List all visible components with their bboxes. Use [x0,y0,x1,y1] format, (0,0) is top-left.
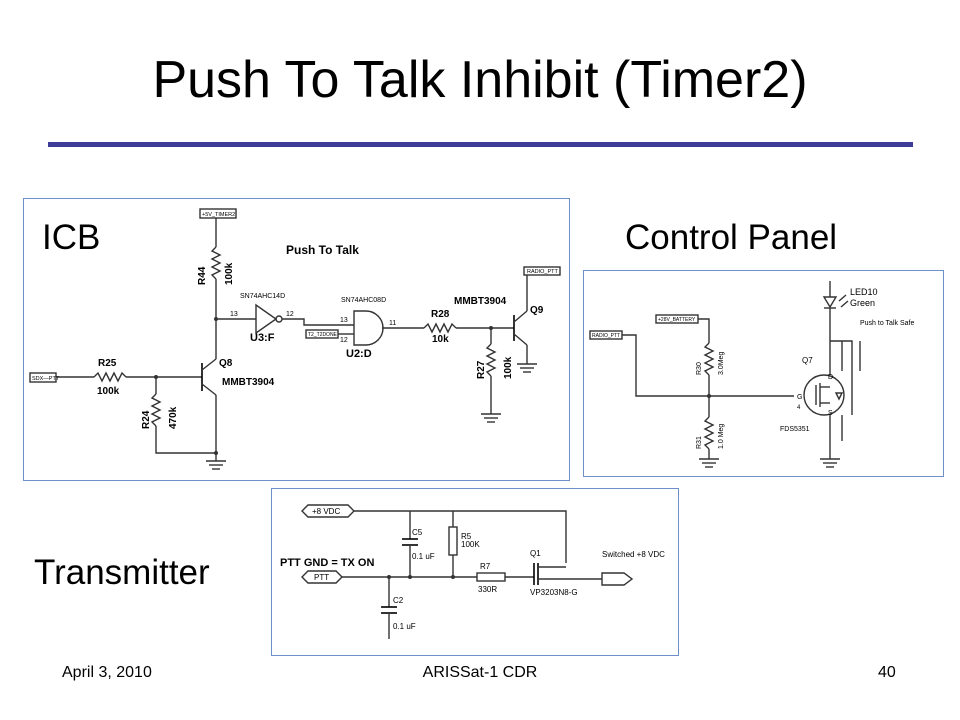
c2-ref: C2 [393,596,404,605]
switched-vdc-label: Switched +8 VDC [602,550,665,559]
vdc-port [301,504,355,518]
r44-ref: R44 [197,266,208,285]
r24-ref: R24 [141,410,152,429]
inverter-pin-in: 13 [230,311,238,318]
r25-ref: R25 [98,358,117,369]
radio-net-label: RADIO_PTT [527,269,559,275]
r30-resistor [703,342,715,376]
r5-resistor [448,526,458,556]
r44-value: 100k [224,262,235,285]
footer-date: April 3, 2010 [62,664,152,681]
q7-ref: Q7 [802,356,813,365]
c5-ref: C5 [412,528,423,537]
slide-title: Push To Talk Inhibit (Timer2) [152,51,808,109]
q7-part: FDS5351 [780,426,810,433]
and-gate [353,310,384,346]
ptt-gnd-note: PTT GND = TX ON [280,557,374,569]
c2-value: 0.1 uF [393,622,416,631]
r25-resistor [93,371,127,383]
inverter-ref: U3:F [250,332,275,344]
r24-value: 470k [168,406,179,429]
r31-resistor [703,416,715,450]
r7-resistor [476,572,506,582]
r7-value: 330R [478,585,497,594]
transmitter-schematic-panel: +8 VDC C5 0.1 uF R5 100K PTT GND = TX ON… [271,488,679,656]
q8-ref: Q8 [219,358,233,369]
led10-diode [822,296,838,309]
icb-label: ICB [42,218,101,257]
icb-schematic: +5V_TIMER2 R44 100k Push To Talk SN74AHC… [29,208,561,470]
inverter-part: SN74AHC14D [240,293,285,300]
and-part: SN74AHC08D [341,297,386,304]
timer-net-flag [199,208,237,219]
q7-pin-d: D [828,374,833,381]
c5-value: 0.1 uF [412,552,435,561]
vdc-label: +8 VDC [312,507,340,516]
q9-part: MMBT3904 [454,296,507,307]
r5-ref: R5 [461,532,472,541]
led10-color: Green [850,298,875,308]
switched-vdc-port [601,572,634,586]
cp-radio-net-label: RADIO_PTT [592,333,620,339]
r31-ref: R31 [696,436,703,449]
q7-pin-s: S [828,410,833,417]
and-pin-out: 11 [389,320,396,327]
control-panel-label: Control Panel [625,218,838,257]
control-panel-schematic-panel: RADIO_PTT +28V_BATTERY R30 3.0Meg R31 1.… [583,270,944,477]
and-ref: U2:D [346,348,372,360]
r25-value: 100k [97,386,120,397]
ptt-port [301,570,343,584]
and-pin-b: 12 [340,337,348,344]
r28-resistor [423,322,457,334]
inverter-pin-out: 12 [286,311,294,318]
r28-ref: R28 [431,309,450,320]
r5-value: 100K [461,540,480,549]
led10-caption: Push to Talk Safe [860,320,914,327]
sdx-net-label: SDX—PTT [32,376,60,382]
footer-page-number: 40 [878,664,896,681]
control-panel-schematic: RADIO_PTT +28V_BATTERY R30 3.0Meg R31 1.… [589,281,914,468]
r30-ref: R30 [696,362,703,375]
r28-value: 10k [432,334,449,345]
transmitter-label: Transmitter [34,553,210,592]
r27-value: 100k [503,356,514,379]
title-divider [48,142,913,147]
r31-value: 1.0 Meg [718,424,725,449]
icb-schematic-panel: +5V_TIMER2 R44 100k Push To Talk SN74AHC… [23,198,570,481]
r27-ref: R27 [476,360,487,379]
q9-ref: Q9 [530,305,544,316]
transmitter-schematic: +8 VDC C5 0.1 uF R5 100K PTT GND = TX ON… [280,504,665,639]
q1-ref: Q1 [530,549,541,558]
q7-pin-4: 4 [797,405,801,411]
footer-title: ARISSat-1 CDR [422,664,538,681]
q1-part: VP3203N8-G [530,588,578,597]
battery-net-label: +28V_BATTERY [658,317,696,323]
r24-resistor [150,393,162,427]
q8-part: MMBT3904 [222,377,275,388]
timer-net-label: +5V_TIMER2 [202,212,235,218]
r30-value: 3.0Meg [718,352,725,375]
r44-resistor [210,246,222,280]
q7-mosfet [803,374,845,416]
and-pin-a: 13 [340,317,348,324]
inverter-gate [255,303,278,335]
r27-resistor [485,343,497,377]
t2-net-label: T2_T2DONE [308,332,338,338]
icb-caption: Push To Talk [286,243,359,257]
q7-pin-g: G [797,394,802,401]
r7-ref: R7 [480,562,491,571]
ptt-label: PTT [314,573,329,582]
radio-net-flag [523,266,561,276]
led10-ref: LED10 [850,287,878,297]
